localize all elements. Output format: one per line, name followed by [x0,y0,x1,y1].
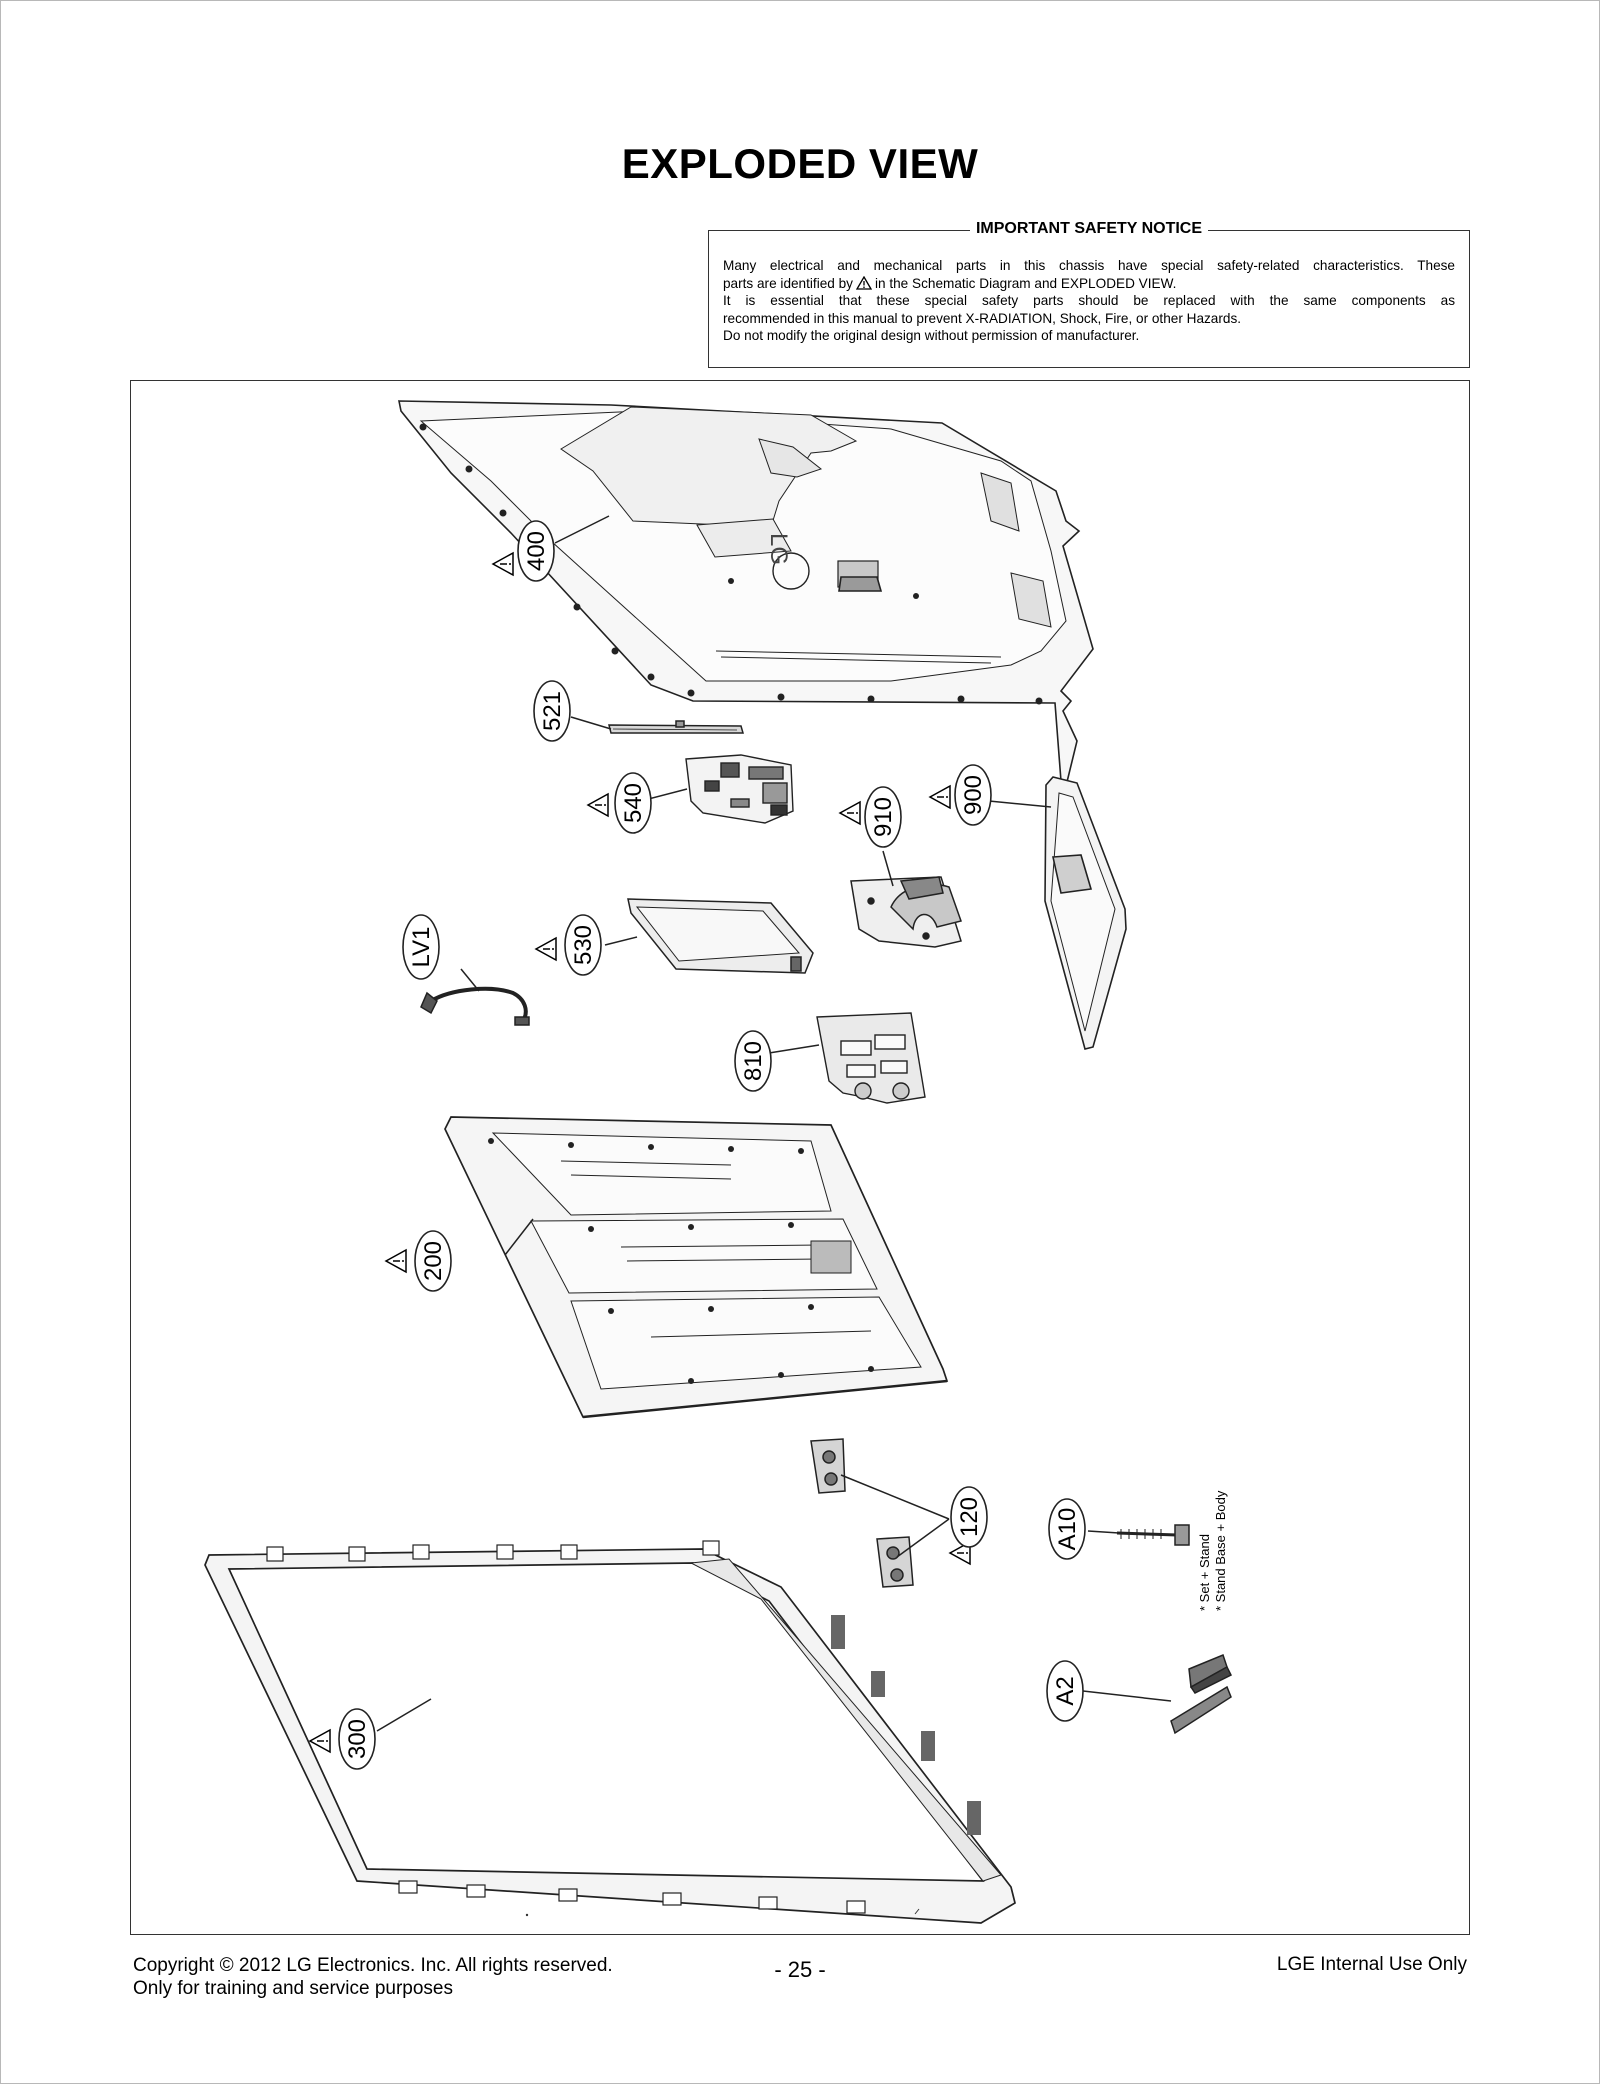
footer-left: Copyright © 2012 LG Electronics. Inc. Al… [133,1954,613,2000]
callout-label-910: 910 [870,797,897,837]
chassis-frame-200 [444,1116,949,1419]
back-cover-logo-text: LG [765,533,792,565]
speakers-120 [810,1438,914,1588]
callout-label-a2: A2 [1052,1676,1079,1705]
callout-label-a10: A10 [1054,1508,1081,1551]
callout-label-120: 120 [956,1497,983,1537]
callout-label-530: 530 [570,925,597,965]
cover-a2 [1170,1654,1233,1735]
callout-label-540: 540 [620,783,647,823]
callout-label-521: 521 [539,691,566,731]
callout-a2: A2 [1046,1660,1084,1722]
bracket-810 [816,1012,926,1104]
safety-notice-box: IMPORTANT SAFETY NOTICE Many electrical … [708,220,1470,368]
callout-910: 910 [839,786,902,848]
power-board-530 [627,898,814,974]
front-bezel-300 [204,1540,1016,1924]
screw-a10 [1116,1524,1190,1546]
callout-label-810: 810 [740,1041,767,1081]
footer-internal-use: LGE Internal Use Only [1276,1954,1467,1975]
page-title: EXPLODED VIEW [621,140,979,187]
cable-lv1 [420,986,530,1026]
callout-label-lv1: LV1 [408,927,435,968]
lg-logo-back: LG [765,533,810,590]
bottom-dot [525,1913,529,1917]
footer-purpose: Only for training and service purposes [133,1978,453,1999]
notice-line-1: Many electrical and mechanical parts in … [723,258,1455,273]
footer-copyright: Copyright © 2012 LG Electronics. Inc. Al… [133,1955,613,1976]
callout-a10: A10 [1048,1498,1086,1560]
callout-label-400: 400 [523,531,550,571]
callout-400: 400 [492,520,555,582]
notice-line-5: Do not modify the original design withou… [723,328,1140,343]
screw-note-stand-base-body: * Stand Base + Body [1213,1490,1228,1611]
warning-triangle-icon [855,275,872,290]
back-cover-400: LG [398,400,1094,788]
exploded-diagram: LG [204,400,1233,1924]
callout-120: 120 [949,1486,988,1565]
callout-label-200: 200 [420,1241,447,1281]
callout-540: 540 [587,772,652,834]
stand-base-900 [1044,776,1127,1050]
safety-notice-title: IMPORTANT SAFETY NOTICE [709,220,1469,238]
callout-200: 200 [385,1230,452,1292]
callout-530: 530 [535,914,602,976]
safety-notice-body: Many electrical and mechanical parts in … [723,257,1455,345]
footer-page-number: - 25 - [774,1957,826,1982]
main-board-540 [685,754,794,824]
screw-note-set-stand: * Set + Stand [1197,1534,1212,1611]
exploded-diagram-frame: LG [130,380,1470,1935]
callout-521: 521 [533,680,571,742]
callout-label-900: 900 [960,775,987,815]
callout-label-300: 300 [344,1719,371,1759]
notice-line-3: It is essential that these special safet… [723,293,1455,308]
callout-900: 900 [929,764,992,826]
bottom-tick [914,1908,920,1915]
leader-lines [376,515,1172,1732]
callout-lv1: LV1 [402,914,440,980]
stand-neck-910 [850,876,962,948]
callout-810: 810 [734,1030,772,1092]
notice-line-4: recommended in this manual to prevent X-… [723,310,1242,326]
callout-300: 300 [309,1708,376,1770]
bracket-521 [608,720,744,734]
